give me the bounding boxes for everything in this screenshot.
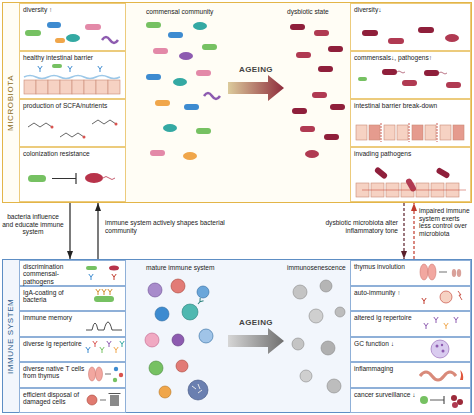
feature-box: discrimination commensal-pathogens [19,260,126,286]
feature-box: auto-immunity ↑ [350,286,471,312]
feature-box: cancer surveillance ↓ [350,388,471,413]
feature-box: altered Ig repertoire [350,311,471,337]
feature-box: efficient disposal of damaged cells [19,388,126,413]
feature-box: diverse Ig repertoire [19,337,126,363]
feature-box: GC function ↓ [350,337,471,363]
panel-caption: mature immune system [146,264,236,271]
box-label: auto-immunity ↑ [354,289,417,296]
box-label: inflammaging [354,365,417,372]
box-label: IgA-coating of bacteria [23,289,86,304]
feature-box: invading pathogens [350,147,471,202]
feature-box: thymus involution [350,260,471,286]
box-label: thymus involution [354,263,417,270]
box-label: diverse Ig repertoire [23,340,86,347]
feature-box: immune memory [19,311,126,337]
arrow-label: impaired immune system exerts less contr… [419,207,473,237]
feature-box: inflammaging [350,362,471,388]
box-label: commensals↓, pathogens↑ [354,54,467,61]
panel-caption: immunosenescence [287,264,351,271]
feature-box: diversity↓ [350,3,471,51]
box-label: immune memory [23,314,86,321]
panel-caption: dysbiotic state [287,8,349,15]
influence-arrow [413,203,414,259]
box-label: diversity ↑ [23,6,122,13]
panel-heading: MICROBIOTA [5,3,17,202]
influence-arrow [403,203,404,259]
panel-band: MICROBIOTA diversity ↑ healthy intestinal … [2,2,472,203]
box-label: efficient disposal of damaged cells [23,391,86,406]
panel-caption: commensal community [146,8,226,15]
feature-box: production of SCFA/nutrients [19,99,126,147]
box-label: healthy intestinal barrier [23,54,122,61]
feature-box: intestinal barrier break-down [350,99,471,147]
box-label: intestinal barrier break-down [354,102,467,109]
feature-box: diversity ↑ [19,3,126,51]
influence-arrow [97,203,98,259]
panel-heading: IMMUNE SYSTEM [5,260,17,412]
influence-arrow [69,203,70,259]
box-label: diverse native T cells from thymus [23,365,86,380]
box-label: invading pathogens [354,150,467,157]
arrow-label: dysbiotic microbiota alter inflammatory … [298,219,398,234]
box-label: diversity↓ [354,6,467,13]
ageing-label: AGEING [226,319,286,326]
box-label: production of SCFA/nutrients [23,102,122,109]
box-label: discrimination commensal-pathogens [23,263,86,285]
feature-box: diverse native T cells from thymus [19,362,126,388]
box-label: GC function ↓ [354,340,417,347]
box-label: altered Ig repertoire [354,314,417,321]
box-label: colonization resistance [23,150,122,157]
ageing-label: AGEING [226,66,286,73]
feature-box: colonization resistance [19,147,126,202]
feature-box: commensals↓, pathogens↑ [350,51,471,99]
box-label: cancer surveillance ↓ [354,391,417,398]
arrow-label: immune system actively shapes bacterial … [105,219,227,234]
feature-box: healthy intestinal barrier [19,51,126,99]
panel-band: IMMUNE SYSTEM discrimination commensal-pa… [2,259,472,413]
arrow-label: bacteria influence and educate immune sy… [2,213,64,236]
feature-box: IgA-coating of bacteria [19,286,126,312]
